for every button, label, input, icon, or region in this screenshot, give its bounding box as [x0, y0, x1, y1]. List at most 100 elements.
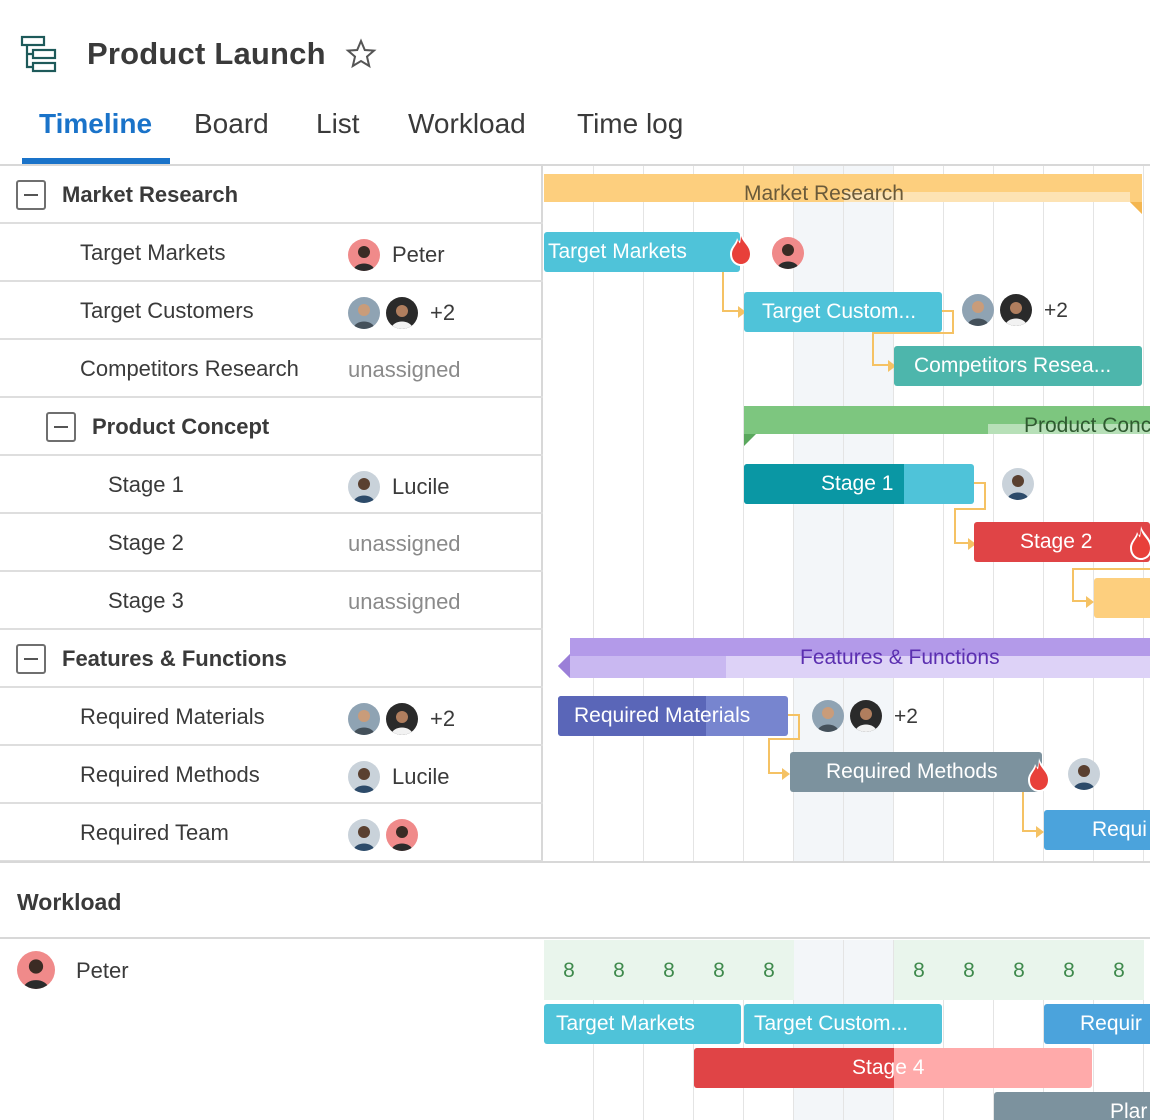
group-label: Product Concept	[92, 414, 270, 439]
workload-title: Workload	[17, 889, 122, 915]
avatar	[348, 761, 380, 793]
tab-timeline[interactable]: Timeline	[39, 108, 153, 139]
avatar[interactable]	[1068, 758, 1100, 790]
workload-bar-target-customers[interactable]: Target Custom...	[744, 1004, 942, 1044]
bar-label: Competitors Resea...	[914, 354, 1112, 377]
avatar[interactable]	[812, 700, 844, 732]
dependency-connector	[872, 332, 890, 366]
tab-board[interactable]: Board	[194, 108, 269, 139]
workload-hours-cell: 8	[894, 940, 944, 1000]
extra-assignees-count: +2	[430, 706, 456, 731]
workload-bar-target-markets[interactable]: Target Markets	[544, 1004, 741, 1044]
bar-label: Stage 1	[821, 472, 894, 495]
unassigned-label[interactable]: unassigned	[348, 531, 461, 556]
task-row-required-materials[interactable]: Required Materials +2	[0, 688, 543, 746]
task-row-required-team[interactable]: Required Team	[0, 804, 543, 862]
task-row-features-functions[interactable]: Features & Functions	[0, 630, 543, 688]
avatar	[348, 471, 380, 503]
task-row-market-research[interactable]: Market Research	[0, 166, 543, 224]
avatar	[348, 297, 380, 329]
avatar	[386, 703, 418, 735]
collapse-toggle[interactable]	[46, 412, 76, 442]
unassigned-label[interactable]: unassigned	[348, 589, 461, 614]
extra-assignees-count: +2	[1044, 299, 1068, 322]
assignee-name: Peter	[392, 242, 445, 267]
task-label: Stage 1	[108, 472, 184, 497]
task-row-stage-1[interactable]: Stage 1 Lucile	[0, 456, 543, 514]
task-row-target-markets[interactable]: Target Markets Peter	[0, 224, 543, 282]
fire-icon	[1028, 758, 1050, 792]
star-icon[interactable]	[345, 38, 377, 70]
task-row-competitors-research[interactable]: Competitors Research unassigned	[0, 340, 543, 398]
dependency-connector	[722, 272, 740, 312]
bar-label: Required Materials	[574, 704, 751, 727]
bar-label: Stage 4	[852, 1056, 925, 1079]
bar-label: Target Custom...	[762, 300, 917, 323]
extra-assignees-count: +2	[430, 300, 456, 325]
bar-label: Requir	[1080, 1012, 1142, 1035]
dependency-connector	[768, 738, 784, 774]
task-row-product-concept[interactable]: Product Concept	[0, 398, 543, 456]
avatar	[386, 819, 418, 851]
collapse-toggle[interactable]	[16, 644, 46, 674]
tab-list[interactable]: List	[316, 108, 360, 139]
avatar	[348, 819, 380, 851]
avatar[interactable]	[850, 700, 882, 732]
extra-assignees-count: +2	[894, 705, 918, 728]
summary-label: Features & Functions	[800, 646, 1000, 669]
workload-bar-required[interactable]: Requir	[1044, 1004, 1150, 1044]
task-bar-target-customers[interactable]: Target Custom...	[744, 292, 942, 332]
active-tab-indicator	[22, 158, 170, 164]
tab-workload[interactable]: Workload	[408, 108, 526, 139]
fire-icon	[1130, 526, 1150, 560]
tab-time-log[interactable]: Time log	[577, 108, 684, 139]
collapse-toggle[interactable]	[16, 180, 46, 210]
workload-bar-stage-4[interactable]: Stage 4	[694, 1048, 1092, 1088]
summary-bar-product-concept[interactable]: Product Conc	[744, 406, 1150, 446]
workload-chart: 8 8 8 8 8 8 8 8 8 8 Target Markets Targe…	[544, 940, 1150, 1120]
avatar[interactable]	[772, 237, 804, 269]
bar-label: Target Markets	[548, 240, 687, 263]
task-bar-stage-3[interactable]	[1094, 578, 1150, 618]
task-label: Target Markets	[80, 240, 226, 265]
bar-label: Target Custom...	[754, 1012, 909, 1035]
avatar	[386, 297, 418, 329]
task-row-stage-3[interactable]: Stage 3 unassigned	[0, 572, 543, 630]
task-bar-stage-2[interactable]: Stage 2	[974, 522, 1150, 562]
task-bar-stage-1[interactable]: Stage 1	[744, 464, 974, 504]
bar-label: Required Methods	[826, 760, 998, 783]
assignee-name: Lucile	[392, 764, 450, 789]
task-bar-competitors-research[interactable]: Competitors Resea...	[894, 346, 1142, 386]
task-row-target-customers[interactable]: Target Customers +2	[0, 282, 543, 340]
task-bar-required-methods[interactable]: Required Methods	[790, 752, 1042, 792]
summary-bar-features-functions[interactable]: Features & Functions	[558, 638, 1150, 678]
summary-label: Market Research	[744, 182, 904, 205]
bar-label: Plar	[1110, 1100, 1148, 1120]
task-bar-target-markets[interactable]: Target Markets	[544, 232, 740, 272]
avatar	[348, 239, 380, 271]
gantt-chart: Market Research Target Markets Target Cu…	[544, 166, 1150, 861]
task-row-stage-2[interactable]: Stage 2 unassigned	[0, 514, 543, 572]
task-row-required-methods[interactable]: Required Methods Lucile	[0, 746, 543, 804]
avatar[interactable]	[1000, 294, 1032, 326]
workload-section-header: Workload	[0, 861, 1150, 939]
workload-hours-cell: 8	[544, 940, 594, 1000]
task-bar-required-team[interactable]: Requi	[1044, 810, 1150, 850]
task-label: Target Customers	[80, 298, 254, 323]
assignee-name: Lucile	[392, 474, 450, 499]
task-label: Required Team	[80, 820, 229, 845]
workload-hours-cell: 8	[994, 940, 1044, 1000]
avatar[interactable]	[962, 294, 994, 326]
avatar[interactable]	[1002, 468, 1034, 500]
project-title: Product Launch	[87, 36, 326, 71]
workload-hours-cell: 8	[1094, 940, 1144, 1000]
workload-hours-cell: 8	[644, 940, 694, 1000]
workload-person-row[interactable]: Peter	[0, 940, 543, 1120]
summary-bar-market-research[interactable]: Market Research	[544, 174, 1142, 214]
unassigned-label[interactable]: unassigned	[348, 357, 461, 382]
app-header: Product Launch	[0, 0, 1150, 100]
dependency-connector	[954, 508, 970, 544]
workload-bar-plan[interactable]: Plar	[994, 1092, 1150, 1120]
task-label: Stage 3	[108, 588, 184, 613]
task-bar-required-materials[interactable]: Required Materials	[558, 696, 788, 736]
